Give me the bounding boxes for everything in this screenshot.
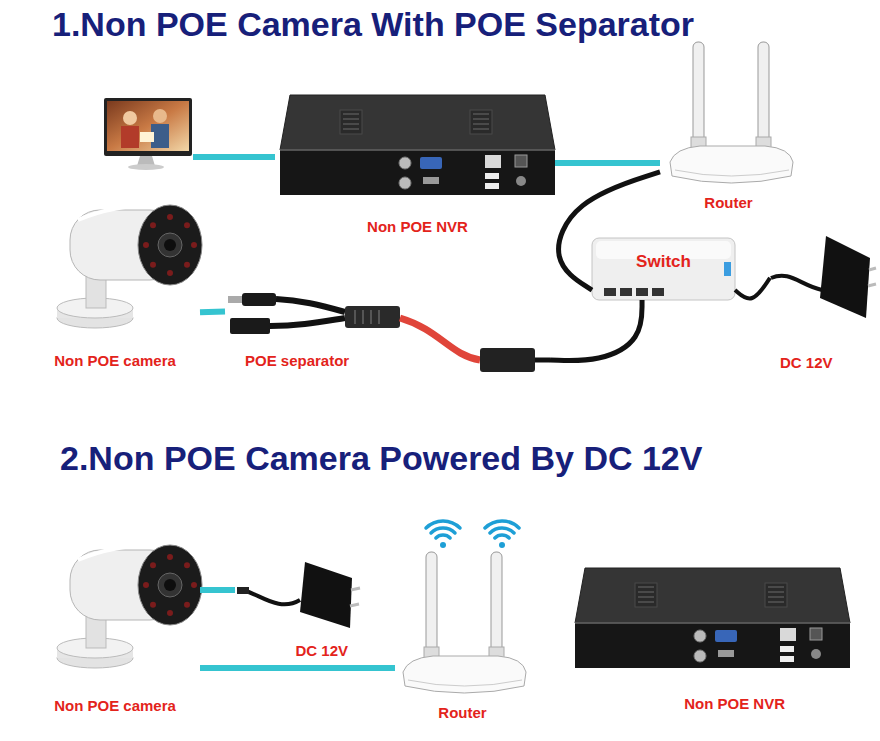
switch-picture: [592, 238, 735, 300]
power-adapter-picture: [300, 562, 352, 628]
wifi-symbol: [485, 521, 519, 528]
wifi-symbol: [431, 528, 455, 533]
power-adapter-picture: [237, 587, 249, 594]
illustration: [280, 95, 555, 195]
illustration: [57, 545, 202, 668]
device-label: Switch: [636, 253, 691, 271]
device-label: Non POE NVR: [367, 218, 468, 236]
wifi-symbol: [499, 542, 505, 548]
poe-separator-picture: [228, 296, 242, 303]
poe-separator-picture: [355, 310, 379, 324]
network-cable: [559, 172, 660, 290]
switch-picture: [604, 288, 616, 296]
nvr-device: Non POE NVR: [572, 563, 857, 713]
illustration: [575, 568, 850, 668]
router-device: Router: [395, 548, 530, 722]
device-label: DC 12V: [780, 354, 833, 372]
power-cable: [200, 587, 235, 593]
poe-separator-picture: [228, 293, 550, 372]
poe-separator-picture: [345, 306, 400, 328]
monitor-picture: [128, 164, 164, 170]
wifi-symbol: [426, 521, 460, 528]
power-adapter-picture: [868, 268, 876, 286]
switch-picture: [636, 288, 648, 296]
device-label: Non POE camera: [54, 697, 176, 715]
poe-separator-picture: [270, 318, 345, 326]
device-label: POE separator: [245, 352, 349, 370]
camera-device: Non POE camera: [30, 185, 200, 372]
monitor-picture: [140, 132, 154, 142]
illustration: [670, 42, 793, 183]
power-adapter: DC 12V: [235, 540, 370, 660]
power-adapter-picture: [237, 562, 360, 628]
router-device: Router: [660, 38, 797, 212]
monitor-picture: [104, 98, 192, 170]
poe-separator-picture: [276, 299, 345, 312]
poe-separator-picture: [535, 358, 550, 363]
poe-separator-picture: [242, 293, 276, 306]
switch-picture: [724, 262, 731, 276]
power-adapter-picture: [820, 236, 870, 318]
video-wire: [193, 154, 275, 160]
switch-box: Switch: [592, 238, 735, 300]
device-label: Non POE camera: [54, 352, 176, 370]
device-label: Router: [438, 704, 486, 722]
network-cable: [555, 160, 660, 166]
power-adapter-picture: [771, 276, 822, 290]
device-label: Non POE NVR: [684, 695, 785, 713]
poe-cable: [550, 300, 642, 361]
section-title: 1.Non POE Camera With POE Separator: [52, 4, 694, 44]
poe-separator-picture: [400, 318, 480, 360]
monitor-picture: [107, 101, 189, 151]
camera-device: Non POE camera: [30, 525, 200, 715]
monitor-picture: [121, 126, 139, 148]
poe-separator: POE separator: [225, 283, 550, 378]
power-adapter: DC 12V: [770, 225, 876, 372]
power-adapter-picture: [246, 591, 300, 604]
monitor-picture: [153, 109, 167, 123]
poe-separator-picture: [480, 348, 535, 372]
wifi-symbol: [436, 535, 450, 538]
poe-separator-picture: [230, 318, 270, 334]
monitor-picture: [123, 111, 137, 125]
power-cable: [735, 278, 770, 299]
switch-picture: [652, 288, 664, 296]
wifi-symbol: [440, 542, 446, 548]
wifi-symbol: [495, 535, 509, 538]
illustration: [57, 205, 202, 328]
power-adapter-picture: [350, 588, 360, 606]
section-title: 2.Non POE Camera Powered By DC 12V: [60, 438, 702, 478]
nvr-device: Non POE NVR: [280, 95, 555, 240]
camera-cable: [200, 309, 225, 316]
switch-picture: [592, 238, 735, 300]
wifi-symbol: [426, 521, 519, 548]
network-cable: [200, 665, 395, 671]
wifi-symbol: [490, 528, 514, 533]
switch-picture: [620, 288, 632, 296]
power-adapter-picture: [771, 236, 876, 318]
illustration: [403, 552, 526, 693]
device-label: Router: [704, 194, 752, 212]
monitor-picture: [104, 98, 192, 156]
device-label: DC 12V: [295, 642, 348, 660]
